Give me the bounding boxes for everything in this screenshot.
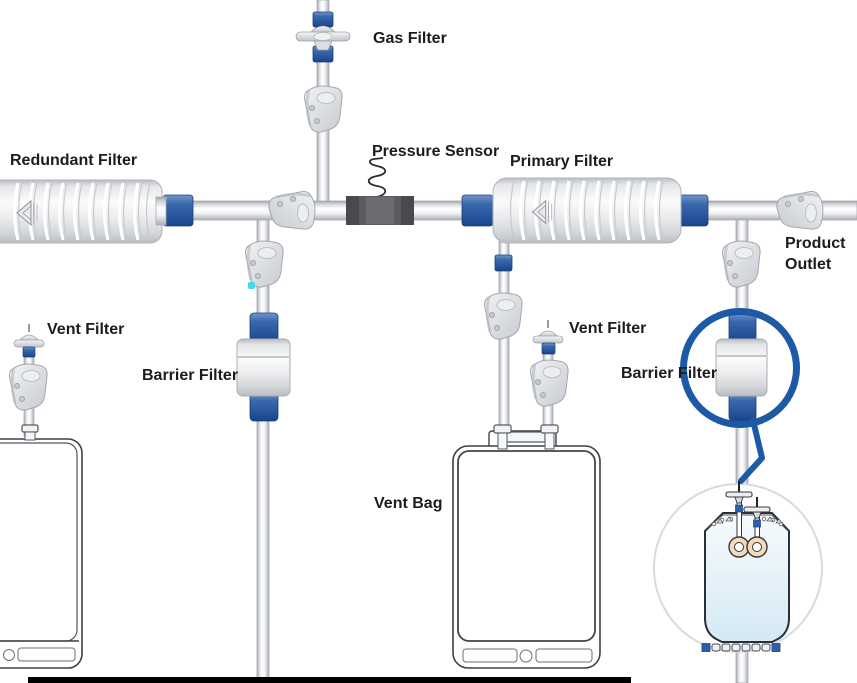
product-bag-inset [653,417,823,653]
inset-bag-body [704,512,790,643]
spring-icon [367,157,387,198]
main-line-tube-left [189,200,471,221]
label-product-outlet: Product Outlet [785,235,846,273]
primary-filter-capsule [492,177,682,244]
pinch-clamp-icon [267,190,317,231]
label-redundant-filter: Redundant Filter [10,152,138,169]
pinch-clamp-icon [244,239,285,289]
bag-port [540,424,559,450]
inset-bottom-strip [701,643,781,652]
bag-port [493,424,512,450]
magnifier-circle-icon [680,308,800,428]
barrier-filter-left [236,338,291,397]
pinch-clamp-icon [529,358,570,408]
pinch-clamp-icon [8,362,49,412]
bag-port [21,424,39,441]
label-primary-filter: Primary Filter [510,153,614,170]
label-barrier-filter-right: Barrier Filter [621,365,718,382]
pinch-clamp-icon [721,239,762,289]
inset-filter-symbol [743,497,771,519]
inset-connector [753,519,761,528]
pinch-clamps [8,84,825,412]
label-barrier-filter-left: Barrier Filter [142,367,239,384]
port-bridge [504,431,546,443]
pinch-clamp-icon [483,291,524,341]
bottom-bar [28,677,631,683]
inset-connector [735,504,743,513]
magnifier-pointer [738,417,765,484]
bag-eyelet [519,649,533,663]
label-pressure-sensor: Pressure Sensor [372,143,500,160]
connectors [162,11,757,422]
label-gas-filter: Gas Filter [373,30,447,47]
barrier-filter-right [715,338,768,397]
bag-eyelet [3,649,15,661]
vent-filter-disc-center [532,320,564,355]
gas-filter-disc [295,25,351,51]
label-vent-bag: Vent Bag [374,495,443,512]
vent-filter-disc-left [13,324,45,358]
redundant-filter-capsule [0,179,167,244]
pinch-clamp-icon [775,190,825,231]
cursor-dot-icon [248,282,255,289]
left-bag [0,424,83,669]
label-vent-filter-left: Vent Filter [47,321,125,338]
vent-bag [452,424,601,669]
inset-filter-symbol [725,481,753,504]
pinch-clamp-icon [303,84,344,134]
label-vent-filter-center: Vent Filter [569,320,647,337]
pressure-sensor [346,157,414,225]
